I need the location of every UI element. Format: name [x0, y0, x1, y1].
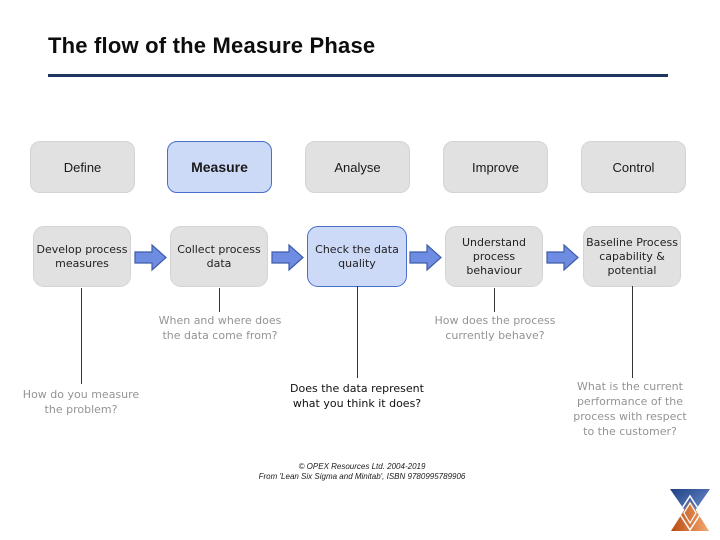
- phase-define: Define: [30, 141, 135, 193]
- phase-control: Control: [581, 141, 686, 193]
- right-arrow-icon: [546, 243, 579, 272]
- phase-measure-label: Measure: [191, 159, 248, 175]
- step-collect-data: Collect process data: [170, 226, 268, 287]
- question-data-source: When and where does the data come from?: [158, 314, 282, 342]
- phase-control-label: Control: [612, 159, 655, 175]
- step-check-quality-label: Check the data quality: [315, 242, 399, 270]
- opex-logo-icon: [670, 489, 710, 532]
- footer: © OPEX Resources Ltd. 2004-2019 From 'Le…: [160, 462, 564, 482]
- right-arrow-icon: [409, 243, 442, 272]
- connector-line: [357, 286, 358, 378]
- phase-analyse: Analyse: [305, 141, 410, 193]
- title-underline: [48, 74, 668, 77]
- right-arrow-icon: [134, 243, 167, 272]
- step-develop-measures: Develop process measures: [33, 226, 131, 287]
- right-arrow-icon: [271, 243, 304, 272]
- phase-improve: Improve: [443, 141, 548, 193]
- step-understand-behaviour: Understand process behaviour: [445, 226, 543, 287]
- phase-improve-label: Improve: [472, 159, 519, 175]
- footer-source: From 'Lean Six Sigma and Minitab', ISBN …: [258, 472, 466, 481]
- question-current-performance: What is the current performance of the p…: [573, 380, 687, 438]
- step-check-quality: Check the data quality: [307, 226, 407, 287]
- step-baseline-capability-label: Baseline Process capability & potential: [586, 235, 678, 277]
- connector-line: [219, 288, 220, 312]
- question-measure-problem: How do you measure the problem?: [22, 388, 140, 416]
- question-data-represent: Does the data represent what you think i…: [290, 382, 424, 410]
- step-develop-measures-label: Develop process measures: [36, 242, 128, 270]
- step-understand-behaviour-label: Understand process behaviour: [461, 235, 527, 277]
- phase-analyse-label: Analyse: [334, 159, 381, 175]
- connector-line: [632, 286, 633, 378]
- page-title: The flow of the Measure Phase: [48, 33, 376, 58]
- step-baseline-capability: Baseline Process capability & potential: [583, 226, 681, 287]
- connector-line: [81, 288, 82, 384]
- phase-define-label: Define: [63, 159, 102, 175]
- connector-line: [494, 288, 495, 312]
- footer-copyright: © OPEX Resources Ltd. 2004-2019: [298, 462, 426, 471]
- step-collect-data-label: Collect process data: [177, 242, 261, 270]
- phase-measure: Measure: [167, 141, 272, 193]
- question-process-behaviour: How does the process currently behave?: [434, 314, 556, 342]
